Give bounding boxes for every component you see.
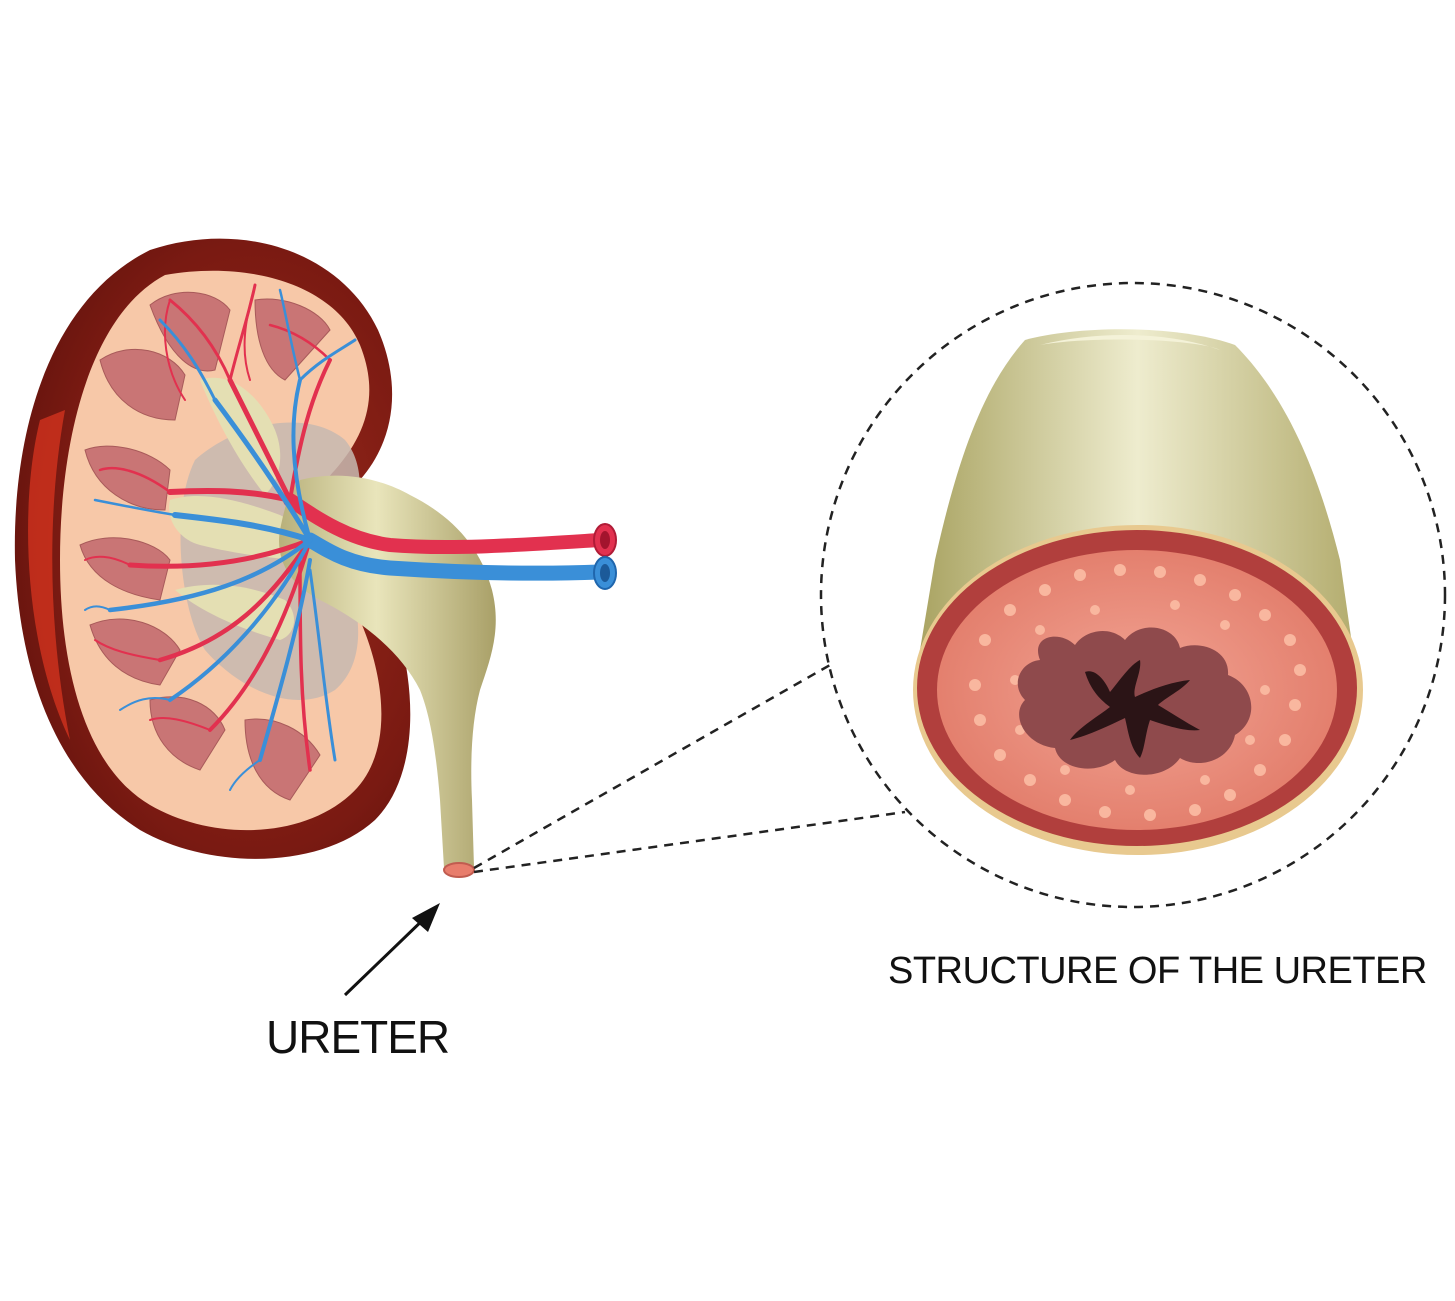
structure-label: STRUCTURE OF THE URETER <box>888 950 1427 992</box>
ureter-cross-section <box>913 329 1363 855</box>
renal-pyramids <box>79 291 331 801</box>
zoom-lines <box>473 663 906 874</box>
renal-veins <box>84 288 608 791</box>
ureter-cut-end <box>443 862 475 878</box>
pointer-arrow <box>343 903 440 997</box>
muscle-dots <box>969 564 1306 821</box>
ureter-label: URETER <box>266 1011 450 1063</box>
magnifier-circle <box>819 281 1447 909</box>
lumen <box>1070 660 1200 758</box>
kidney <box>14 238 617 878</box>
renal-arteries <box>84 283 607 772</box>
